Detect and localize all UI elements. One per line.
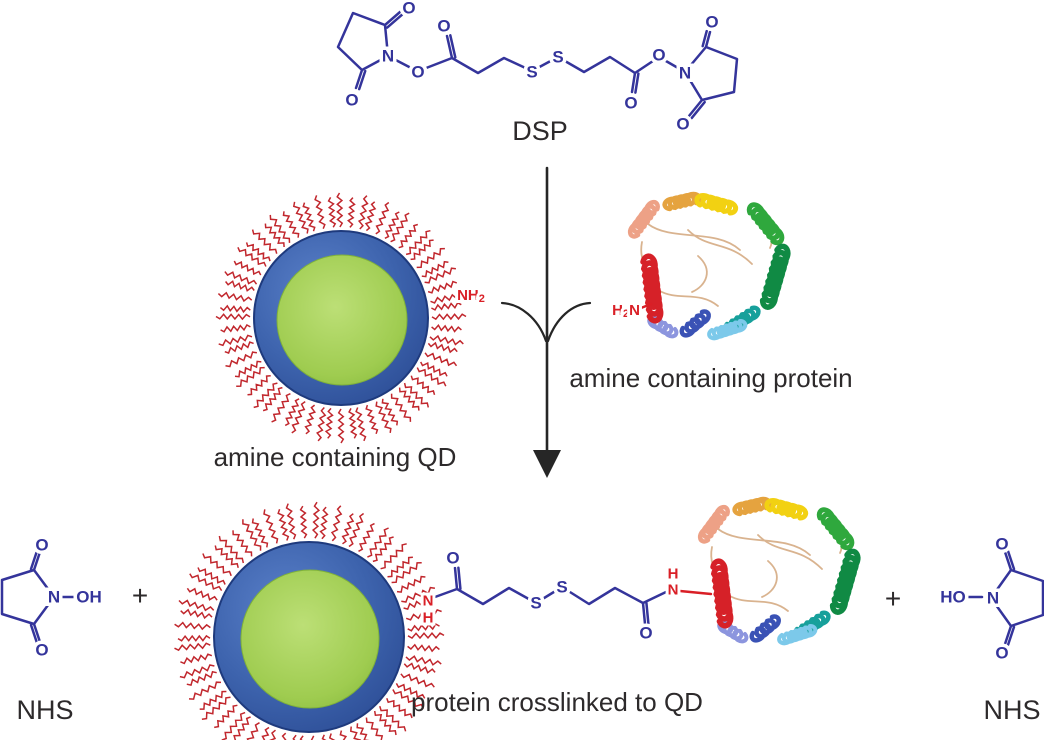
product-label: protein crosslinked to QD <box>411 687 703 717</box>
nhs-left-structure: O O N OH <box>0 532 105 663</box>
atom-s: S <box>526 63 537 82</box>
atom-o: O <box>705 13 718 32</box>
qd-bottom <box>174 501 445 740</box>
arrowhead <box>533 450 561 478</box>
dsp-label: DSP <box>512 116 568 146</box>
atom-n: N <box>382 47 394 66</box>
crosslinker-bottom: N H O S S O H N <box>420 545 713 646</box>
atom-n: N <box>668 582 679 599</box>
atom-o: O <box>402 0 415 18</box>
amine-qd-label: amine containing QD <box>213 442 457 472</box>
nhs-right-label: NHS <box>983 695 1041 725</box>
atom-h: H <box>668 566 679 583</box>
atom-n: N <box>987 589 999 608</box>
nhs-left-label: NHS <box>16 695 74 725</box>
qd-top: NH2 <box>215 192 488 444</box>
atom-o: O <box>995 535 1008 554</box>
amine-protein-label: amine containing protein <box>569 363 853 393</box>
protein-top: H2N <box>609 191 791 341</box>
nhs-right-structure: O O N HO <box>937 531 1044 666</box>
atom-o: O <box>35 641 48 660</box>
atom-o: O <box>995 644 1008 663</box>
atom-o: O <box>639 624 652 643</box>
plus-sign-right: + <box>884 583 902 614</box>
dsp-structure: O O N O O S S O O N O O <box>336 0 739 137</box>
atom-oh: OH <box>76 588 102 607</box>
protein-bottom <box>697 496 861 646</box>
atom-o: O <box>446 549 459 568</box>
atom-o: O <box>345 91 358 110</box>
atom-n: N <box>48 588 60 607</box>
atom-o: O <box>676 115 689 134</box>
atom-o: O <box>652 46 665 65</box>
atom-n: N <box>679 64 691 83</box>
atom-s: S <box>552 48 563 67</box>
atom-o: O <box>411 63 424 82</box>
plus-sign-left: + <box>131 580 149 611</box>
atom-s: S <box>530 594 541 613</box>
atom-h: H <box>423 610 434 627</box>
qd-ligand-shell <box>215 192 467 444</box>
atom-ho: HO <box>940 588 966 607</box>
qd-ligand-shell <box>174 501 445 740</box>
atom-n: N <box>423 593 434 610</box>
qd-core <box>276 254 408 386</box>
reaction-arrow <box>500 166 592 478</box>
qd-core <box>240 569 380 709</box>
atom-o: O <box>437 17 450 36</box>
atom-s: S <box>556 578 567 597</box>
atom-o: O <box>35 536 48 555</box>
amine-group-label: H2N <box>612 302 640 321</box>
atom-o: O <box>624 94 637 113</box>
amine-group-label: NH2 <box>457 287 485 306</box>
